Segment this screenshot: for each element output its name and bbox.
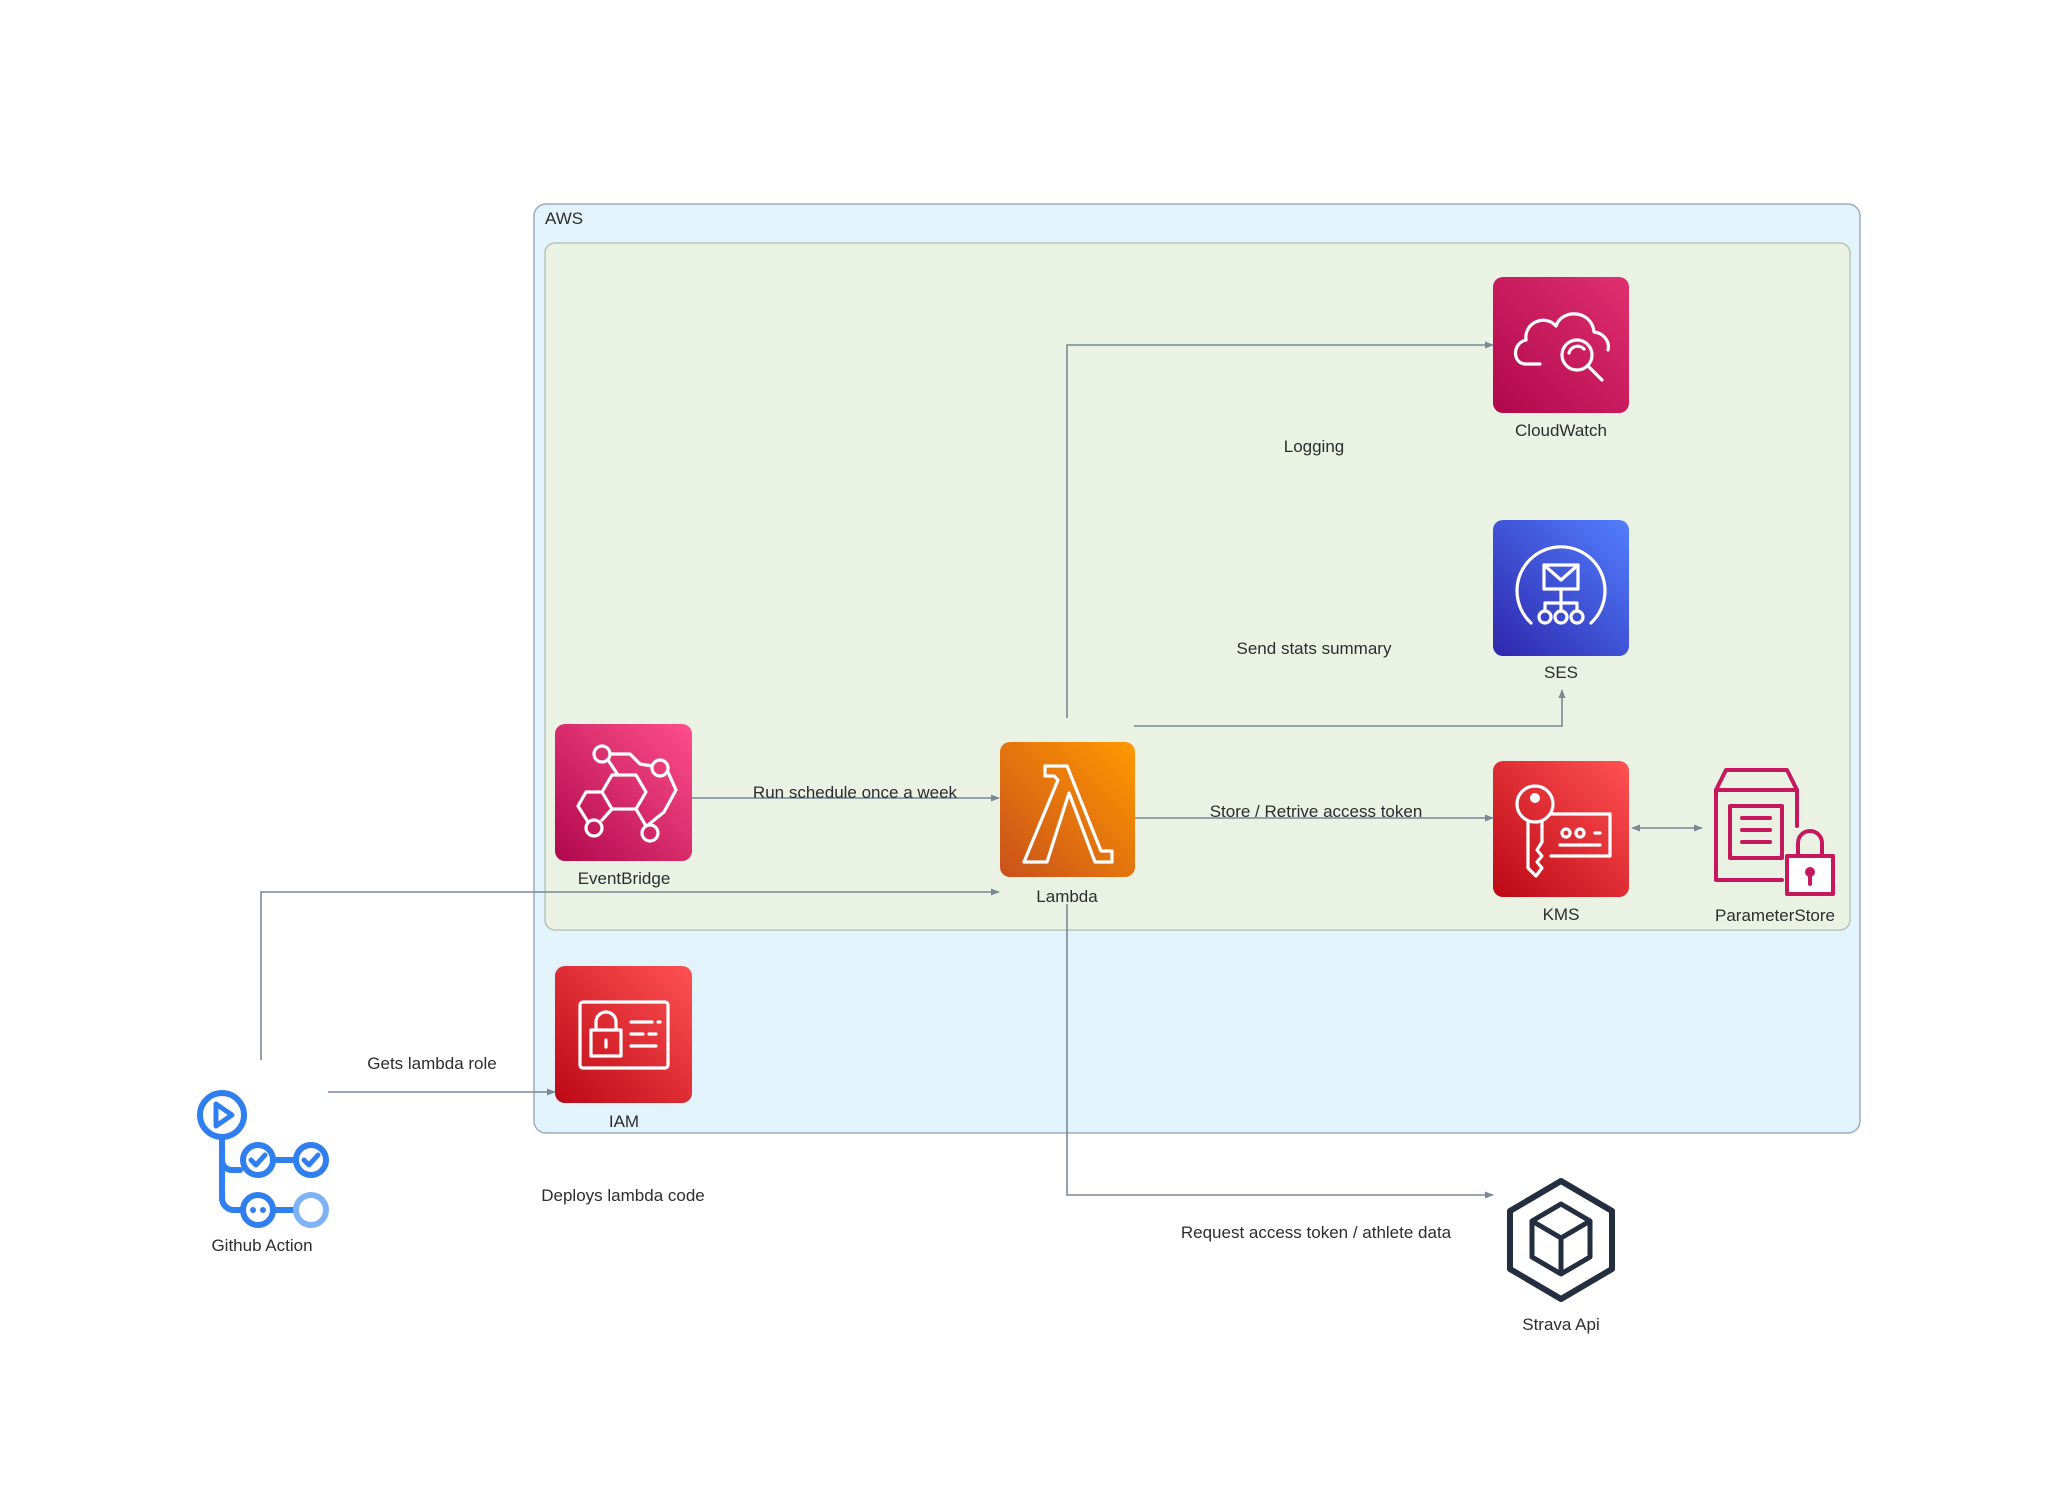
lambda-icon [1022, 764, 1114, 864]
parameter-store-icon [1714, 768, 1835, 896]
iam-tile [555, 966, 692, 1103]
node-ses[interactable]: SES [1493, 520, 1629, 682]
cloudwatch-tile [1493, 277, 1629, 413]
eventbridge-label: EventBridge [578, 869, 671, 888]
edge-label-request-token: Request access token / athlete data [1181, 1223, 1452, 1242]
cloudwatch-icon [1513, 312, 1610, 382]
edge-label-send-stats: Send stats summary [1237, 639, 1392, 658]
edge-label-logging: Logging [1284, 437, 1345, 456]
cube-icon [1507, 1178, 1615, 1302]
node-lambda[interactable]: Lambda [1000, 742, 1135, 906]
kms-icon [1515, 784, 1612, 878]
lambda-label: Lambda [1036, 887, 1098, 906]
ses-label: SES [1544, 663, 1578, 682]
iam-icon [578, 1000, 670, 1070]
edge-lambda-cloudwatch [1066, 341, 1494, 718]
parameterstore-label: ParameterStore [1715, 906, 1835, 925]
iam-label: IAM [609, 1112, 639, 1131]
edge-github-lambda [260, 888, 1000, 1060]
github-actions-icon [197, 1090, 329, 1228]
node-kms[interactable]: KMS [1493, 761, 1629, 924]
services-cluster-box [544, 242, 1851, 931]
edge-labels: Logging Send stats summary Run schedule … [367, 437, 1451, 1242]
edge-lambda-ses [1134, 689, 1566, 727]
aws-group-label: AWS [545, 209, 583, 228]
node-cloudwatch[interactable]: CloudWatch [1493, 277, 1629, 440]
github-action-label: Github Action [211, 1236, 312, 1255]
lambda-tile [1000, 742, 1135, 877]
edge-label-gets-role: Gets lambda role [367, 1054, 496, 1073]
node-strava-api[interactable]: Strava Api [1507, 1178, 1615, 1334]
kms-label: KMS [1543, 905, 1580, 924]
node-parameterstore[interactable]: ParameterStore [1714, 768, 1835, 925]
edge-lambda-strava [1066, 904, 1494, 1199]
ses-icon [1515, 545, 1607, 625]
edge-label-deploys: Deploys lambda code [541, 1186, 704, 1205]
node-iam[interactable]: IAM [555, 966, 692, 1131]
cloudwatch-label: CloudWatch [1515, 421, 1607, 440]
node-eventbridge[interactable]: EventBridge [555, 724, 692, 888]
eventbridge-tile [555, 724, 692, 861]
node-github-action[interactable]: Github Action [197, 1090, 329, 1255]
eventbridge-icon [576, 744, 678, 843]
services-cluster-group [544, 242, 1851, 931]
edges [260, 341, 1703, 1199]
strava-api-label: Strava Api [1522, 1315, 1600, 1334]
edge-label-store-token: Store / Retrive access token [1210, 802, 1423, 821]
edge-label-run-schedule: Run schedule once a week [753, 783, 958, 802]
